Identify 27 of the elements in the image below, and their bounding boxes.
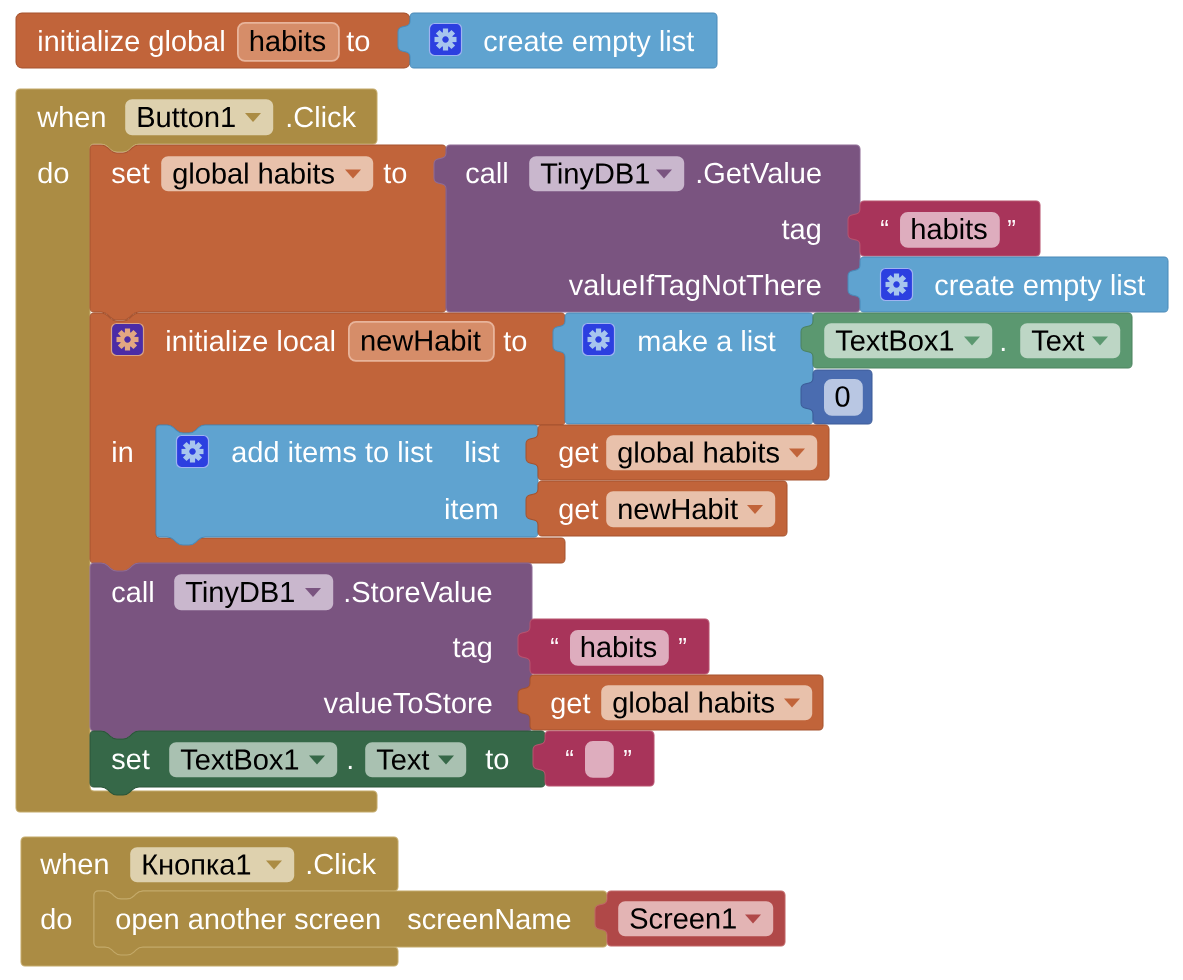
node-label: to: [503, 332, 527, 352]
dropdown-field: newHabit: [606, 491, 776, 528]
dropdown-field: TextBox1: [824, 323, 993, 359]
dropdown-field: Text: [1020, 323, 1121, 359]
code-block: add items to list list item: [155, 424, 539, 546]
dropdown-field: TinyDB1: [174, 574, 334, 611]
text-field: habits: [900, 212, 1000, 248]
dropdown-field: global habits: [606, 435, 818, 471]
dropdown-field: Button1: [125, 99, 274, 136]
code-block: create empty list: [847, 256, 1169, 313]
dropdown-field: Кнопка1: [130, 847, 295, 883]
code-block: create empty list: [397, 12, 718, 69]
dropdown-field: Screen1: [618, 901, 774, 937]
number-field: 0: [824, 379, 863, 416]
text-field: habits: [570, 630, 669, 666]
dropdown-field: TinyDB1: [529, 156, 685, 192]
text-field: habits: [237, 22, 340, 62]
input-field: [585, 741, 614, 778]
dropdown-field: TextBox1: [169, 742, 338, 778]
node-label: initialize local: [167, 329, 335, 352]
dropdown-field: global habits: [601, 685, 813, 721]
node-label: in: [113, 440, 132, 463]
code-block: open another screen screenName: [93, 890, 608, 956]
dropdown-field: global habits: [161, 156, 374, 192]
dropdown-field: Text: [365, 742, 467, 778]
text-field: newHabit: [348, 321, 495, 362]
code-block: make a list: [552, 312, 814, 425]
